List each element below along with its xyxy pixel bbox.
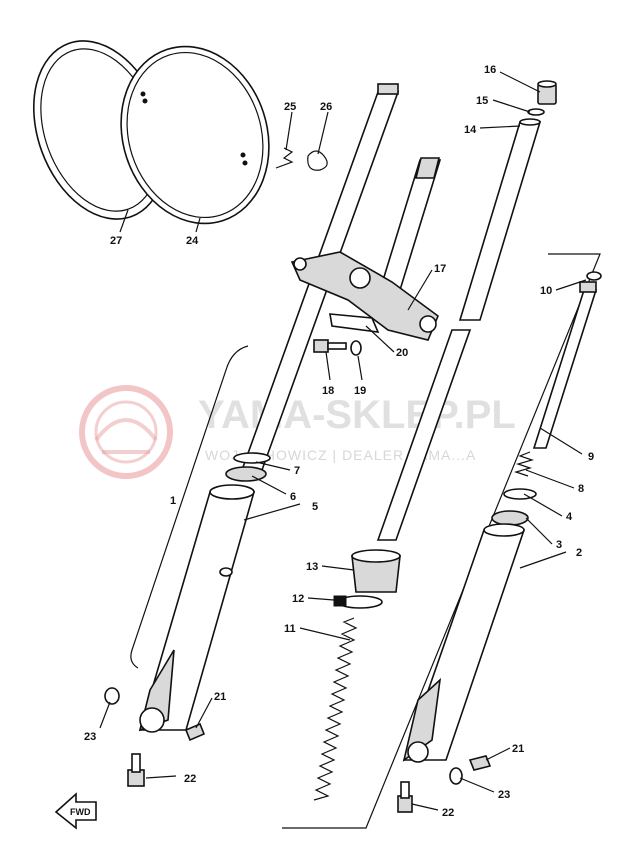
right-outer-tube [402, 488, 537, 763]
callout-22-right: 22 [442, 807, 454, 819]
callout-26: 26 [320, 101, 332, 113]
left-axle-bolt-22 [127, 753, 145, 787]
dust-seal-13 [351, 549, 401, 593]
watermark-logo [79, 385, 173, 479]
callout-1: 1 [170, 495, 176, 507]
steering-stem [378, 157, 442, 291]
spring-clip-25 [275, 147, 294, 169]
headlight-ring-24 [120, 45, 270, 225]
callout-16: 16 [484, 64, 496, 76]
callouts: 16 15 14 25 26 27 24 17 10 20 18 19 9 7 … [84, 64, 594, 819]
cable-guide-20 [329, 313, 380, 333]
fwd-arrow: FWD [54, 792, 97, 830]
callout-15: 15 [476, 95, 488, 107]
callout-21-right: 21 [512, 743, 524, 755]
callout-24: 24 [186, 235, 199, 247]
callout-20: 20 [396, 347, 408, 359]
callout-19: 19 [354, 385, 366, 397]
right-washer-23 [449, 767, 463, 785]
clip-26 [307, 150, 328, 171]
left-outer-tube [138, 452, 271, 733]
right-tube-lower [376, 329, 472, 541]
callout-22-left: 22 [184, 773, 196, 785]
callout-18: 18 [322, 385, 334, 397]
callout-12: 12 [292, 593, 304, 605]
callout-9: 9 [588, 451, 594, 463]
clamp-12 [333, 595, 383, 609]
damper-rod-9 [532, 271, 602, 449]
callout-7: 7 [294, 465, 300, 477]
leader-lines [99, 71, 587, 811]
callout-27: 27 [110, 235, 122, 247]
callout-13: 13 [306, 561, 318, 573]
callout-11: 11 [284, 623, 296, 635]
watermark: YAMA-SKLEP.PL WOJ...CHOWICZ | DEALER YAM… [79, 385, 516, 479]
callout-3: 3 [556, 539, 562, 551]
right-bolt-21 [468, 755, 492, 771]
callout-5: 5 [312, 501, 318, 513]
fork-spring-11 [313, 617, 358, 801]
right-axle-bolt-22 [397, 781, 413, 813]
bolt-18 [313, 339, 347, 353]
fwd-label: FWD [70, 807, 91, 817]
callout-10: 10 [540, 285, 552, 297]
callout-8: 8 [578, 483, 584, 495]
callout-2: 2 [576, 547, 582, 559]
callout-4: 4 [566, 511, 573, 523]
watermark-title: YAMA-SKLEP.PL [198, 393, 516, 437]
cap-bolt-16 [537, 80, 557, 105]
washer-19 [350, 340, 362, 356]
rebound-spring-8 [513, 451, 535, 477]
o-ring-15 [527, 108, 545, 116]
callout-25: 25 [284, 101, 296, 113]
callout-14: 14 [464, 124, 477, 136]
left-bolt-21 [184, 722, 206, 742]
assembly-bracket-1 [130, 345, 249, 669]
callout-17: 17 [434, 263, 446, 275]
left-washer-23 [104, 687, 120, 705]
under-bracket-17 [290, 251, 439, 341]
callout-6: 6 [290, 491, 296, 503]
right-inner-tube-14 [458, 118, 542, 321]
callout-23-right: 23 [498, 789, 510, 801]
callout-21-left: 21 [214, 691, 226, 703]
callout-23-left: 23 [84, 731, 96, 743]
